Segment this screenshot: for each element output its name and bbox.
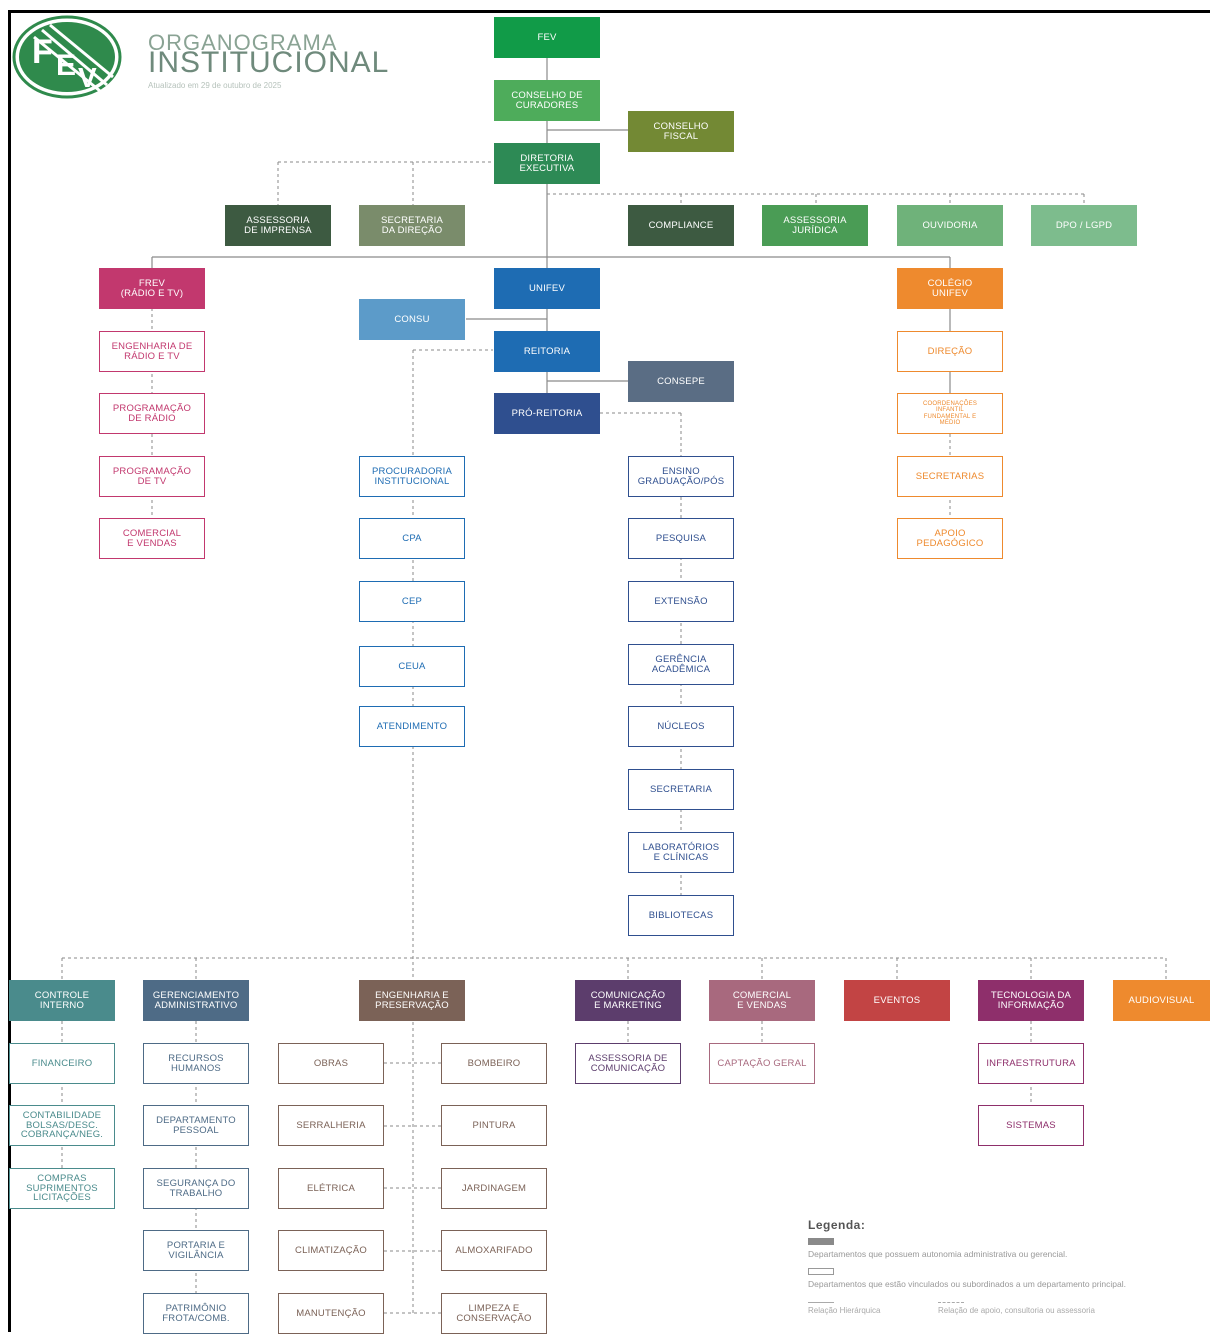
legend-dashed-line (938, 1302, 964, 1303)
node-conselho-curadores: CONSELHO DE CURADORES (494, 80, 600, 121)
chart-title-line1: ORGANOGRAMA (148, 30, 338, 55)
node-secretarias: SECRETARIAS (897, 456, 1003, 497)
updated-date: Atualizado em 29 de outubro de 2025 (148, 81, 282, 90)
node-obras: OBRAS (278, 1043, 384, 1084)
node-gerenciamento-adm: GERENCIAMENTO ADMINISTRATIVO (143, 980, 249, 1021)
node-bombeiro: BOMBEIRO (441, 1043, 547, 1084)
node-limpeza: LIMPEZA E CONSERVAÇÃO (441, 1293, 547, 1334)
node-recursos-humanos: RECURSOS HUMANOS (143, 1043, 249, 1084)
chart-title-line2: INSTITUCIONAL (148, 46, 390, 79)
node-serralheria: SERRALHERIA (278, 1105, 384, 1146)
node-gerencia-academica: GERÊNCIA ACADÊMICA (628, 644, 734, 685)
node-infraestrutura: INFRAESTRUTURA (978, 1043, 1084, 1084)
node-captacao-geral: CAPTAÇÃO GERAL (709, 1043, 815, 1084)
node-fev: FEV (494, 17, 600, 58)
node-compras: COMPRAS SUPRIMENTOS LICITAÇÕES (9, 1168, 115, 1209)
node-climatizacao: CLIMATIZAÇÃO (278, 1230, 384, 1271)
node-pesquisa: PESQUISA (628, 518, 734, 559)
node-engenharia-preservacao: ENGENHARIA E PRESERVAÇÃO (359, 980, 465, 1021)
node-assessoria-juridica: ASSESSORIA JURÍDICA (762, 205, 868, 246)
node-almoxarifado: ALMOXARIFADO (441, 1230, 547, 1271)
legend-filled-swatch (808, 1238, 834, 1245)
node-frev: FREV (RÁDIO E TV) (99, 268, 205, 309)
node-programacao-radio: PROGRAMAÇÃO DE RÁDIO (99, 393, 205, 434)
node-direcao: DIREÇÃO (897, 331, 1003, 372)
node-manutencao: MANUTENÇÃO (278, 1293, 384, 1334)
node-cep: CEP (359, 581, 465, 622)
node-programacao-tv: PROGRAMAÇÃO DE TV (99, 456, 205, 497)
node-controle-interno: CONTROLE INTERNO (9, 980, 115, 1021)
node-audiovisual: AUDIOVISUAL (1113, 980, 1210, 1021)
node-secretaria-direcao: SECRETARIA DA DIREÇÃO (359, 205, 465, 246)
legend-outline-swatch (808, 1268, 834, 1275)
fev-logo: F E V (12, 15, 122, 99)
node-colegio-unifev: COLÉGIO UNIFEV (897, 268, 1003, 309)
svg-text:E: E (56, 49, 76, 82)
node-extensao: EXTENSÃO (628, 581, 734, 622)
node-pro-reitoria: PRÓ-REITORIA (494, 393, 600, 434)
svg-text:V: V (78, 62, 97, 93)
node-assessoria-comunicacao: ASSESSORIA DE COMUNICAÇÃO (575, 1043, 681, 1084)
legend-title: Legenda: (808, 1218, 866, 1232)
node-atendimento: ATENDIMENTO (359, 706, 465, 747)
node-dpo-lgpd: DPO / LGPD (1031, 205, 1137, 246)
node-comercial-vendas-frev: COMERCIAL E VENDAS (99, 518, 205, 559)
legend-filled-desc: Departamentos que possuem autonomia admi… (808, 1249, 1068, 1259)
node-apoio-pedagogico: APOIO PEDAGÓGICO (897, 518, 1003, 559)
node-consu: CONSU (359, 299, 465, 340)
node-portaria: PORTARIA E VIGILÂNCIA (143, 1230, 249, 1271)
node-coordenacoes: COORDENAÇÕES INFANTIL FUNDAMENTAL E MÉDI… (897, 393, 1003, 434)
node-eletrica: ELÉTRICA (278, 1168, 384, 1209)
node-compliance: COMPLIANCE (628, 205, 734, 246)
node-pintura: PINTURA (441, 1105, 547, 1146)
node-procuradoria: PROCURADORIA INSTITUCIONAL (359, 456, 465, 497)
node-ouvidoria: OUVIDORIA (897, 205, 1003, 246)
node-ceua: CEUA (359, 646, 465, 687)
svg-text:F: F (32, 33, 53, 71)
node-conselho-fiscal: CONSELHO FISCAL (628, 111, 734, 152)
node-nucleos: NÚCLEOS (628, 706, 734, 747)
legend-solid-line (808, 1302, 834, 1303)
node-patrimonio: PATRIMÔNIO FROTA/COMB. (143, 1293, 249, 1334)
legend-solid-desc: Relação Hierárquica (808, 1306, 881, 1315)
node-contabilidade: CONTABILIDADE BOLSAS/DESC. COBRANÇA/NEG. (9, 1105, 115, 1146)
node-laboratorios: LABORATÓRIOS E CLÍNICAS (628, 832, 734, 873)
node-unifev: UNIFEV (494, 268, 600, 309)
node-secretaria-unifev: SECRETARIA (628, 769, 734, 810)
node-bibliotecas: BIBLIOTECAS (628, 895, 734, 936)
node-comunicacao-marketing: COMUNICAÇÃO E MARKETING (575, 980, 681, 1021)
node-eventos: EVENTOS (844, 980, 950, 1021)
node-consepe: CONSEPE (628, 361, 734, 402)
node-seguranca-trabalho: SEGURANÇA DO TRABALHO (143, 1168, 249, 1209)
node-engenharia-radio-tv: ENGENHARIA DE RÁDIO E TV (99, 331, 205, 372)
node-jardinagem: JARDINAGEM (441, 1168, 547, 1209)
node-ti: TECNOLOGIA DA INFORMAÇÃO (978, 980, 1084, 1021)
node-assessoria-imprensa: ASSESSORIA DE IMPRENSA (225, 205, 331, 246)
node-cpa: CPA (359, 518, 465, 559)
node-departamento-pessoal: DEPARTAMENTO PESSOAL (143, 1105, 249, 1146)
node-reitoria: REITORIA (494, 331, 600, 372)
node-comercial-vendas: COMERCIAL E VENDAS (709, 980, 815, 1021)
frame-border (8, 10, 1210, 1332)
node-diretoria-executiva: DIRETORIA EXECUTIVA (494, 143, 600, 184)
legend-outline-desc: Departamentos que estão vinculados ou su… (808, 1279, 1127, 1289)
node-financeiro: FINANCEIRO (9, 1043, 115, 1084)
node-ensino: ENSINO GRADUAÇÃO/PÓS (628, 456, 734, 497)
node-sistemas: SISTEMAS (978, 1105, 1084, 1146)
legend-dashed-desc: Relação de apoio, consultoria ou assesso… (938, 1306, 1095, 1315)
